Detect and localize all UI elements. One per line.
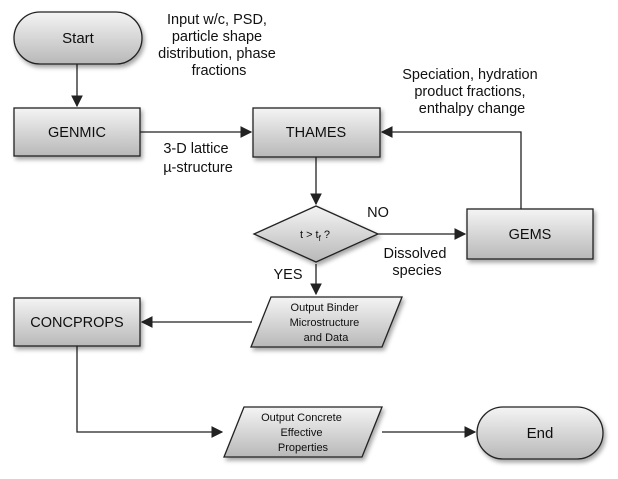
node-concprops-label: CONCPROPS (30, 315, 123, 331)
node-end: End (476, 406, 604, 460)
node-gems: GEMS (466, 208, 594, 260)
node-output-binder-line-3: and Data (304, 332, 350, 344)
node-genmic-label: GENMIC (48, 125, 106, 141)
node-start-label: Start (62, 30, 95, 47)
edges (71, 64, 522, 438)
annotation-yes: YES (273, 267, 302, 283)
node-output-binder-line-2: Microstructure (290, 317, 360, 329)
node-genmic: GENMIC (13, 107, 141, 157)
annotation-no: NO (367, 205, 389, 221)
annotation-gems-feedback: Speciation, hydration product fractions,… (402, 67, 541, 117)
node-concprops: CONCPROPS (13, 297, 141, 347)
svg-text:Output Concrete Effectiv: Output Concrete Effective Properties (261, 412, 345, 454)
annotation-lattice: 3-D lattice µ-structure (163, 141, 233, 176)
node-output-concrete: Output Concrete Effective Properties (223, 406, 383, 458)
node-end-label: End (527, 425, 554, 442)
svg-text:Output Binder Microstruc: Output Binder Microstructure and Data (290, 302, 363, 344)
node-output-concrete-line-3: Properties (278, 442, 329, 454)
annotation-dissolved: Dissolved species (384, 246, 451, 279)
node-start: Start (13, 11, 143, 65)
node-thames: THAMES (252, 107, 381, 158)
node-decision: t > tf ? (252, 205, 380, 263)
edge-concprops-output-concrete (76, 346, 224, 438)
node-output-concrete-line-2: Effective (280, 427, 322, 439)
annotation-inputs: Input w/c, PSD, particle shape distribut… (158, 12, 280, 79)
node-output-concrete-line-1: Output Concrete (261, 412, 342, 424)
node-decision-label: t > tf ? (300, 229, 330, 243)
node-output-binder-line-1: Output Binder (291, 302, 359, 314)
node-output-binder: Output Binder Microstructure and Data (250, 296, 403, 348)
node-thames-label: THAMES (286, 125, 346, 141)
node-gems-label: GEMS (509, 227, 552, 243)
edge-gems-thames (380, 126, 522, 209)
